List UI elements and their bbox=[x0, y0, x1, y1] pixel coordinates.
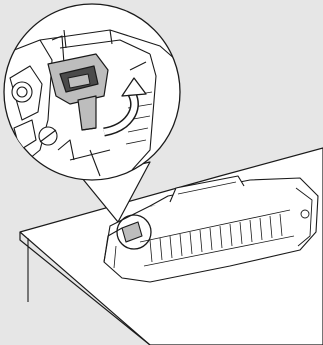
zoom-circle bbox=[4, 4, 180, 180]
